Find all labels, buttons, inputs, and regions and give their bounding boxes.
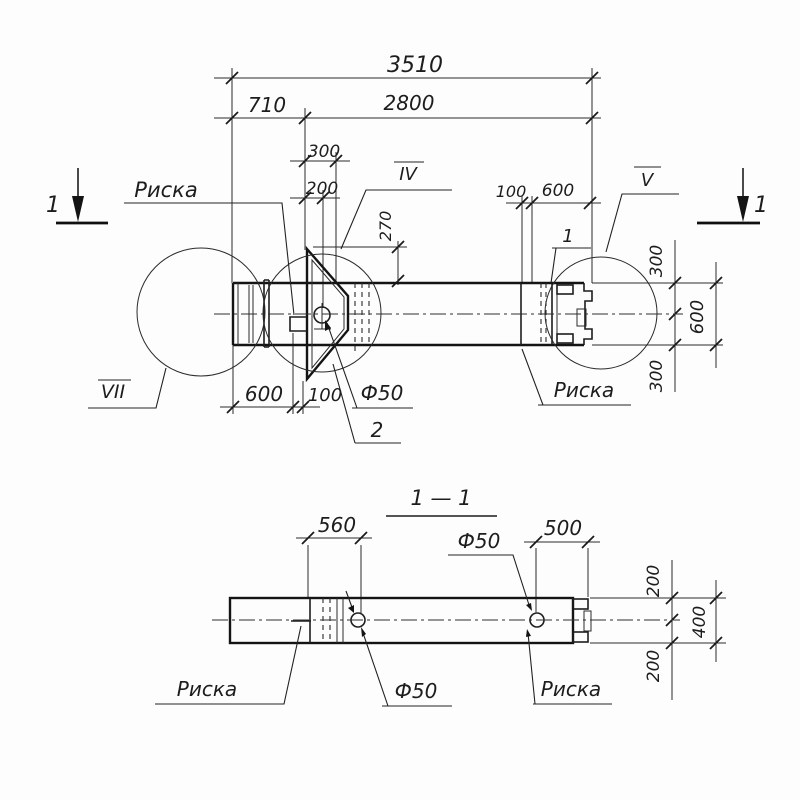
section-marker-left: 1 bbox=[46, 168, 108, 225]
detail-label-v: V bbox=[641, 170, 655, 191]
riska-step bbox=[289, 316, 307, 332]
dim-vert-300-top: 300 bbox=[647, 245, 667, 277]
dim-total: 3510 bbox=[387, 53, 443, 78]
section-mark-right-label: 1 bbox=[754, 193, 768, 218]
riska-label-section-left: Риска bbox=[177, 677, 237, 701]
dim-vert-300-bottom: 300 bbox=[647, 360, 667, 392]
dim-300: 300 bbox=[308, 142, 340, 162]
dim-600-bottom: 600 bbox=[245, 382, 283, 406]
top-view-texts: 3510 710 2800 300 200 270 100 600 300 60… bbox=[101, 53, 708, 442]
dim-270: 270 bbox=[376, 211, 395, 242]
detail-circle-vii bbox=[136, 247, 266, 377]
section-view: 1 — 1 bbox=[155, 486, 726, 707]
riska-label-section-right: Риска bbox=[541, 677, 601, 701]
detail-circle-v bbox=[544, 256, 658, 370]
hole-label-section-bottom: Ф50 bbox=[395, 679, 438, 703]
part-callout-2: 2 bbox=[371, 418, 384, 442]
section-texts: 560 500 Ф50 200 400 200 Риска Ф50 Риска bbox=[177, 513, 710, 703]
top-view: 1 1 3510 710 2800 300 bbox=[46, 53, 768, 444]
detail-circles bbox=[136, 247, 658, 377]
top-view-leaders bbox=[88, 161, 679, 444]
section-title: 1 — 1 bbox=[410, 486, 471, 510]
dim-560: 560 bbox=[318, 513, 356, 537]
section-right-end-bracket bbox=[572, 598, 592, 643]
riska-label-right: Риска bbox=[554, 378, 614, 402]
section-leaders bbox=[155, 554, 612, 707]
dim-2800: 2800 bbox=[384, 91, 435, 115]
hole-label-top-view: Ф50 bbox=[361, 381, 404, 405]
dim-100-right: 100 bbox=[496, 182, 527, 201]
dim-100-bottom: 100 bbox=[308, 385, 342, 406]
dim-vert-600: 600 bbox=[687, 300, 708, 334]
section-mark-left-label: 1 bbox=[46, 193, 60, 218]
dim-200: 200 bbox=[306, 179, 338, 199]
detail-circle-iv bbox=[262, 253, 382, 373]
part-callout-1: 1 bbox=[562, 226, 573, 247]
dim-vert-200-top: 200 bbox=[644, 565, 664, 597]
detail-label-vii: VII bbox=[101, 381, 126, 403]
section-marker-right: 1 bbox=[697, 168, 768, 225]
detail-label-iv: IV bbox=[399, 164, 418, 185]
dim-710: 710 bbox=[248, 93, 286, 117]
section-dimension-ticks bbox=[301, 531, 723, 650]
hole-label-section-top: Ф50 bbox=[458, 529, 501, 553]
right-end-bracket bbox=[551, 281, 593, 347]
riska-label-top-left: Риска bbox=[134, 178, 197, 202]
dim-vert-400: 400 bbox=[690, 606, 710, 638]
dim-vert-200-bottom: 200 bbox=[644, 650, 664, 682]
top-view-dimension-ticks bbox=[225, 71, 723, 414]
dim-600-right: 600 bbox=[542, 181, 574, 201]
dim-500: 500 bbox=[544, 516, 582, 540]
section-dimension-lines bbox=[296, 537, 726, 700]
